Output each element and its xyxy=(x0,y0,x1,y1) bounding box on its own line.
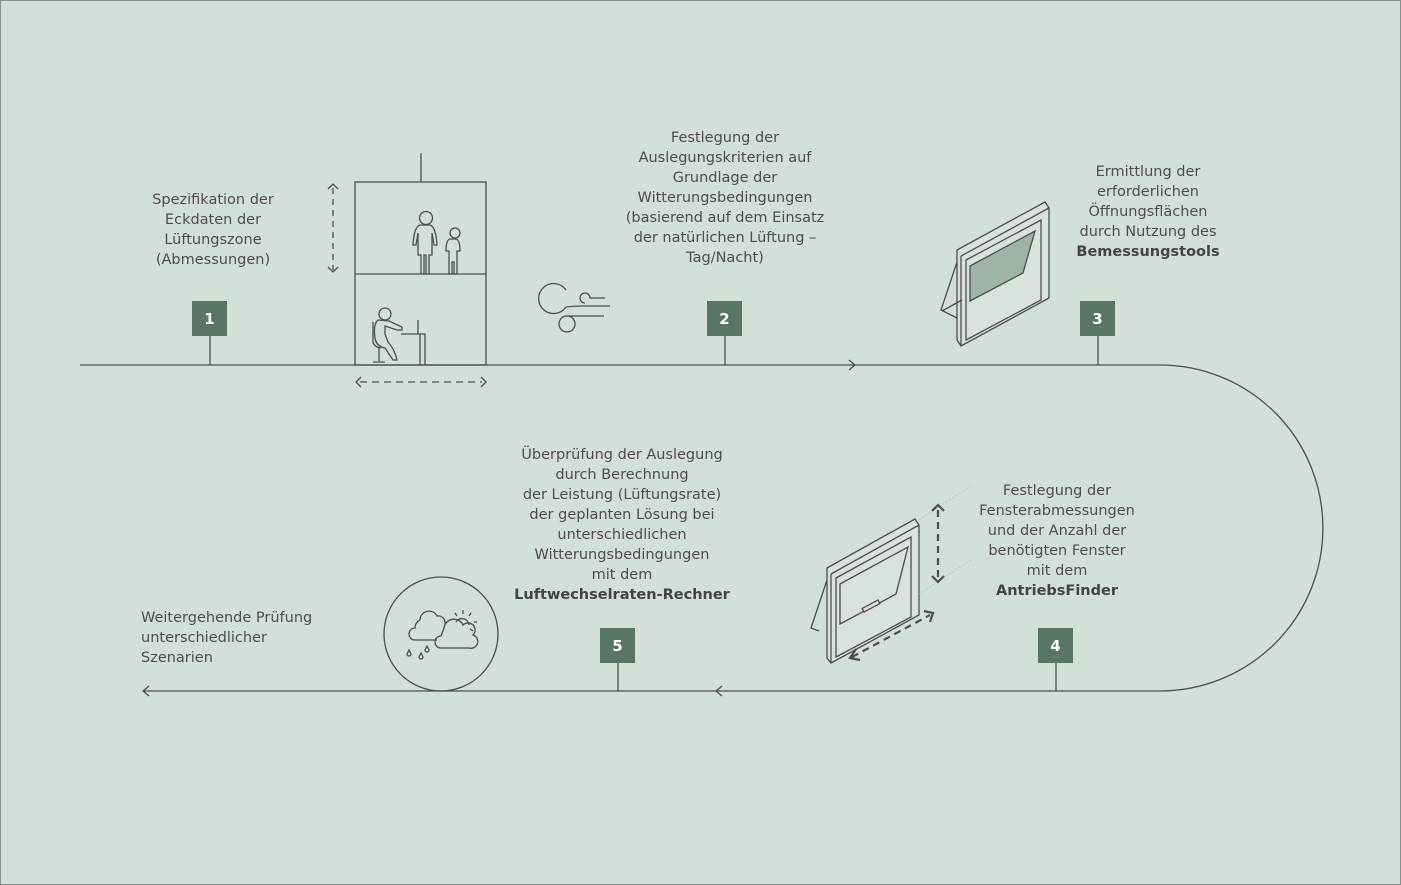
text-line: Spezifikation der xyxy=(152,192,274,208)
text-line: (Abmessungen) xyxy=(155,252,271,268)
text-line: Grundlage der xyxy=(672,170,778,186)
text-line: und der Anzahl der xyxy=(987,523,1127,539)
text-line: Lüftungszone xyxy=(164,232,262,248)
weather-icon xyxy=(383,576,499,692)
text-line: durch Berechnung xyxy=(555,467,689,483)
text-line: Weitergehende Prüfung xyxy=(141,610,313,626)
arrow-left-end-icon xyxy=(141,685,150,697)
text-line: Festlegung der xyxy=(1002,483,1112,499)
building-zone-icon xyxy=(327,153,487,388)
step-3-badge: 3 xyxy=(1080,301,1115,336)
text-line: Festlegung der xyxy=(670,130,780,146)
text-line: Eckdaten der xyxy=(164,212,262,228)
text-line: der natürlichen Lüftung – xyxy=(633,230,817,246)
step-4-badge: 4 xyxy=(1038,628,1073,663)
text-line: Tag/Nacht) xyxy=(686,250,764,266)
arrow-left-icon xyxy=(714,685,723,697)
text-line: der geplanten Lösung bei xyxy=(529,507,715,523)
text-line: Überprüfung der Auslegung xyxy=(521,447,723,463)
text-line: Öffnungsflächen xyxy=(1088,204,1208,220)
step-5-badge: 5 xyxy=(600,628,635,663)
step-2-description: Festlegung der Auslegungskriterien auf G… xyxy=(626,128,825,268)
text-line: (basierend auf dem Einsatz xyxy=(625,210,825,226)
text-line: erforderlichen xyxy=(1097,184,1199,200)
text-line: Auslegungskriterien auf xyxy=(638,150,812,166)
text-line: mit dem xyxy=(591,567,653,583)
step-3-description: Ermittlung der erforderlichen Öffnungsfl… xyxy=(1076,162,1219,262)
text-line: unterschiedlicher xyxy=(141,630,267,646)
text-line: Witterungsbedingungen xyxy=(637,190,813,206)
step-5-description: Überprüfung der Auslegung durch Berechnu… xyxy=(514,445,730,605)
wind-icon xyxy=(537,282,610,333)
step-1-badge: 1 xyxy=(192,301,227,336)
text-line: mit dem xyxy=(1026,563,1088,579)
step-2-badge: 2 xyxy=(707,301,742,336)
text-line: Witterungsbedingungen xyxy=(534,547,710,563)
text-line: durch Nutzung des xyxy=(1079,224,1217,240)
text-line: benötigten Fenster xyxy=(988,543,1126,559)
text-line: Szenarien xyxy=(141,650,213,666)
step-1-description: Spezifikation der Eckdaten der Lüftungsz… xyxy=(152,190,274,270)
tool-name: Luftwechselraten-Rechner xyxy=(514,587,730,603)
window-dimension-icon xyxy=(810,485,972,664)
timeline-path xyxy=(80,364,1324,692)
text-line: Fensterabmessungen xyxy=(979,503,1135,519)
arrow-right-icon xyxy=(848,359,857,371)
step-4-description: Festlegung der Fensterabmessungen und de… xyxy=(979,481,1135,601)
tool-name: Bemessungstools xyxy=(1076,244,1220,260)
text-line: der Leistung (Lüftungsrate) xyxy=(522,487,722,503)
final-description: Weitergehende Prüfung unterschiedlicher … xyxy=(141,608,312,668)
text-line: Ermittlung der xyxy=(1095,164,1201,180)
text-line: unterschiedlichen xyxy=(557,527,687,543)
tool-name: AntriebsFinder xyxy=(995,583,1119,599)
window-open-icon xyxy=(940,201,1050,347)
